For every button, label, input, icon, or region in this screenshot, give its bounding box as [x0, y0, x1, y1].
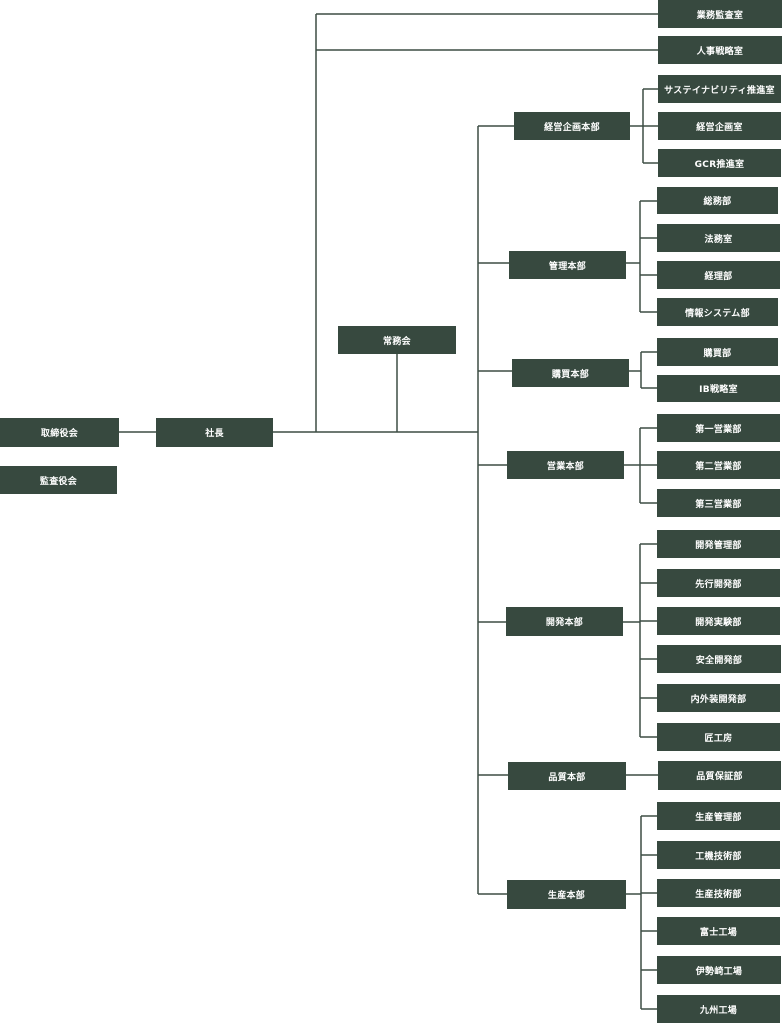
department-box: GCR推進室: [658, 149, 781, 177]
department-box: サステイナビリティ推進室: [658, 75, 781, 103]
department-box: 先行開発部: [657, 569, 780, 597]
department-box: 総務部: [657, 187, 778, 214]
department-box: 九州工場: [657, 995, 780, 1023]
division-box: 購買本部: [512, 359, 629, 387]
department-box: 安全開発部: [657, 645, 781, 673]
department-box: 情報システム部: [657, 298, 778, 326]
department-box: 生産管理部: [657, 802, 780, 830]
department-box: 購買部: [657, 338, 778, 366]
department-box: 匠工房: [657, 723, 780, 751]
department-box: 開発実験部: [657, 607, 780, 635]
division-box: 経営企画本部: [514, 112, 630, 140]
department-box: 品質保証部: [658, 761, 781, 790]
division-box: 営業本部: [507, 451, 624, 479]
division-box: 管理本部: [509, 251, 626, 279]
audit-board-box: 監査役会: [0, 466, 117, 494]
board-of-directors-box: 取締役会: [0, 418, 119, 447]
executive-committee-box: 常務会: [338, 326, 456, 354]
department-box: 法務室: [657, 224, 780, 252]
department-box: 経営企画室: [658, 112, 781, 140]
division-box: 開発本部: [506, 607, 623, 636]
department-box: 富士工場: [657, 917, 780, 945]
department-box: 開発管理部: [657, 530, 780, 558]
staff-office-box: 人事戦略室: [658, 36, 782, 64]
department-box: 工機技術部: [657, 841, 780, 869]
division-box: 品質本部: [508, 762, 626, 790]
department-box: 経理部: [657, 261, 780, 289]
staff-office-box: 業務監査室: [658, 0, 782, 28]
president-box: 社長: [156, 418, 273, 447]
department-box: 第二営業部: [657, 451, 780, 479]
department-box: 生産技術部: [657, 879, 780, 907]
department-box: 第三営業部: [657, 489, 780, 517]
department-box: 第一営業部: [657, 414, 780, 442]
division-box: 生産本部: [507, 880, 626, 909]
department-box: 内外装開発部: [657, 684, 780, 712]
department-box: IB戦略室: [657, 375, 780, 402]
department-box: 伊勢崎工場: [657, 956, 781, 984]
